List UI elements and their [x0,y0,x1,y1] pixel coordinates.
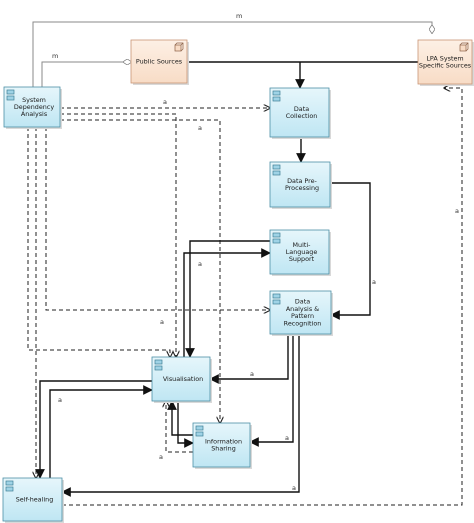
node-label-line: Pattern [291,312,314,320]
edge-visualisation-multilang [183,248,271,357]
edge-visualisation-sharing [177,401,194,448]
uml-component-icon [154,359,163,371]
node-label-line: Public Sources [136,58,183,66]
node-label-line: Collection [286,112,318,120]
edge-analysis-visualisation [209,334,289,384]
node-self-healing[interactable]: Self-healing [2,477,64,523]
node-label-line: Language [286,248,318,256]
uml-component-icon [272,90,281,102]
edge-label-a-sda-visual: a [198,124,202,132]
node-label-line: LPA System [426,54,463,62]
edge-sda-visualisation [60,113,176,357]
edge-selfhealing-lpa [62,88,463,506]
uml-artifact-icon [459,42,469,52]
uml-component-icon [6,89,15,101]
edge-labels: m m a a a a a a a a a a a [52,12,459,492]
edge-analysis-sharing [249,334,294,447]
edges [27,21,463,506]
node-label-line: Recognition [284,319,322,327]
node-label-line: Data Pre- [287,177,317,185]
edge-sda-visualisation-2 [27,127,170,357]
edge-label-a-sda-analysis: a [160,318,164,326]
edge-label-a-pre-analysis: a [372,278,376,286]
edge-sda-analysis [45,127,270,310]
node-label-line: Analysis [21,110,48,118]
node-label-line: Multi- [293,241,311,249]
node-label-line: Processing [285,184,319,192]
uml-component-icon [5,480,14,492]
node-label-line: Data [294,105,309,113]
edge-label-a-collection: a [163,98,167,106]
node-label-line: System [22,96,46,104]
edge-label-a-sharing-right: a [285,434,289,442]
node-public-sources[interactable]: Public Sources [130,39,189,85]
uml-component-icon [272,293,281,305]
edge-visualisation-selfhealing [35,380,152,479]
edge-multilang-visualisation [185,240,270,358]
uml-artifact-icon [174,42,184,52]
node-data-preprocessing[interactable]: Data Pre-Processing [269,161,332,209]
edge-sda-lpa-top [32,21,432,87]
node-label-line: Visualisation [163,375,203,383]
node-label-line: Dependency [14,103,54,111]
edge-label-a-selfhealing-bottom: a [292,484,296,492]
node-label-line: Specific Sources [419,62,472,70]
edge-label-m-public: m [52,52,58,60]
edge-sharing-visualisation [167,400,193,436]
edge-selfhealing-visualisation [49,385,153,478]
node-label-line: Self-healing [16,496,54,504]
node-visualisation[interactable]: Visualisation [151,356,212,403]
uml-component-icon [272,232,281,244]
node-label-line: Support [289,255,315,263]
node-label-line: Analysis & [286,305,319,313]
edge-label-a-multilang: a [198,260,202,268]
edge-label-a-sharing-left: a [159,453,163,461]
edge-label-a-selfhealing-top: a [58,396,62,404]
uml-component-icon [195,425,204,437]
edge-sda-public [41,62,131,87]
edge-label-a-lpa-side: a [455,207,459,215]
edge-label-m-top: m [236,12,242,20]
edge-analysis-selfhealing [61,334,300,497]
edge-label-a-analysis-visual: a [250,370,254,378]
node-label-line: Data [295,298,310,306]
edge-preprocessing-analysis [330,182,371,320]
edge-sharing-dashed [166,401,193,453]
node-label-line: Sharing [211,445,236,453]
node-label-line: Information [205,437,242,445]
uml-component-icon [272,164,281,176]
